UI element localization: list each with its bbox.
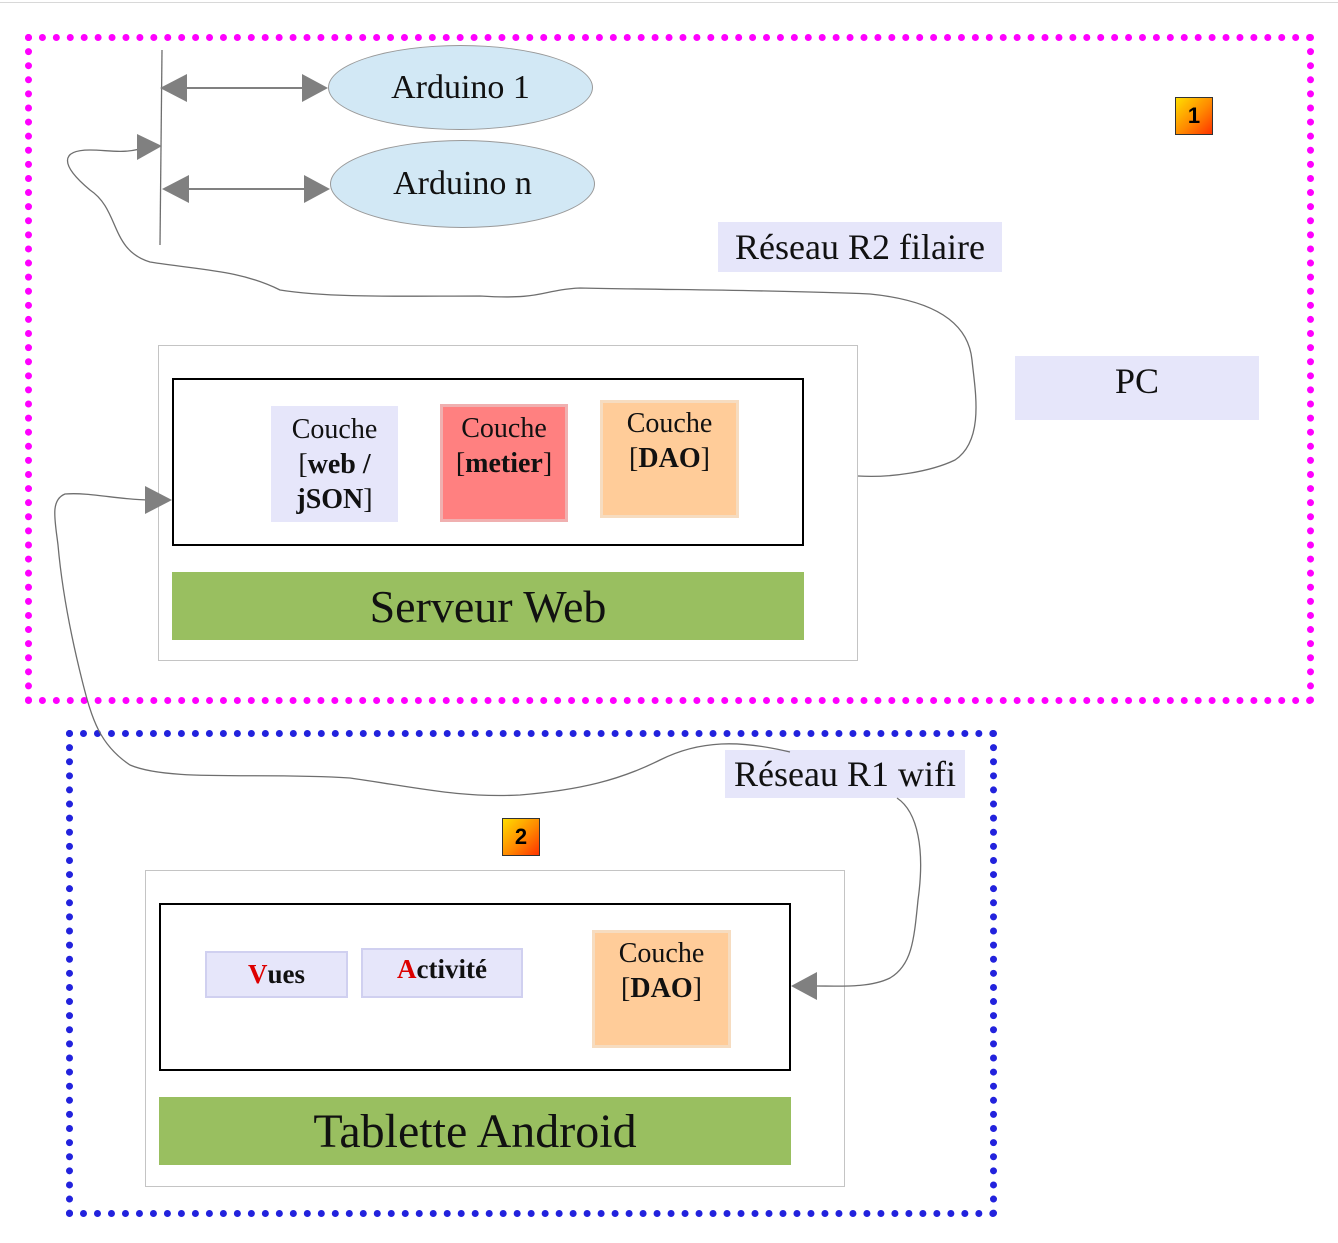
server-dao-layer: Couche [DAO] [600, 400, 739, 518]
activite-initial: A [397, 954, 417, 984]
web-server-banner: Serveur Web [172, 572, 804, 640]
activite-rest: ctivité [416, 954, 487, 984]
pc-label: PC [1015, 356, 1259, 420]
wifi-network-cable-tablet [814, 797, 922, 987]
vues-initial: V [247, 959, 268, 989]
server-dao-layer-prefix: Couche [626, 408, 713, 439]
tablet-entry-arrow-icon [791, 972, 817, 1000]
tablet-dao-layer-name: DAO [630, 973, 693, 1004]
web-json-layer-prefix: Couche [291, 413, 378, 445]
tablet-dao-layer: Couche [DAO] [592, 930, 731, 1048]
tablet-zone-badge: 2 [502, 818, 540, 856]
metier-layer-name: metier [465, 448, 543, 479]
web-server-banner-text: Serveur Web [369, 580, 607, 632]
wifi-network-cable-server [54, 493, 791, 797]
wifi-network-label: Réseau R1 wifi [725, 750, 965, 798]
arduino-n-link-right-arrow-icon [304, 175, 330, 203]
arduino-1-link-right-arrow-icon [302, 74, 328, 102]
server-dao-layer-name: DAO [638, 443, 701, 474]
server-entry-arrow-icon [145, 486, 172, 514]
pc-zone-badge: 1 [1175, 97, 1213, 135]
tablet-banner-text: Tablette Android [313, 1104, 637, 1158]
arduino-1-node: Arduino 1 [328, 45, 593, 130]
bus-entry-arrow-icon [137, 134, 162, 160]
pc-zone-boundary [25, 34, 1314, 704]
web-json-layer: Couche [web / jSON] [271, 406, 398, 522]
web-json-layer-name: web / jSON [296, 448, 371, 515]
arduino-n-node: Arduino n [330, 140, 595, 228]
wifi-network-text: Réseau R1 wifi [734, 754, 956, 794]
metier-layer: Couche [metier] [440, 404, 568, 522]
wired-network-label: Réseau R2 filaire [718, 222, 1002, 272]
arduino-n-link-left-arrow-icon [162, 175, 189, 203]
wired-network-text: Réseau R2 filaire [735, 227, 985, 267]
tablet-banner: Tablette Android [159, 1097, 791, 1165]
arduino-1-link-left-arrow-icon [160, 74, 187, 102]
metier-layer-prefix: Couche [461, 413, 547, 444]
arduino-1-label: Arduino 1 [391, 68, 530, 106]
arduino-n-label: Arduino n [393, 165, 532, 202]
tablet-dao-layer-prefix: Couche [618, 938, 705, 969]
vues-rest: ues [267, 959, 305, 989]
tablet-zone-boundary [66, 730, 997, 1217]
wired-network-cable [66, 145, 977, 477]
top-divider [0, 2, 1338, 3]
pc-label-text: PC [1114, 361, 1160, 401]
bus-line [159, 49, 163, 246]
